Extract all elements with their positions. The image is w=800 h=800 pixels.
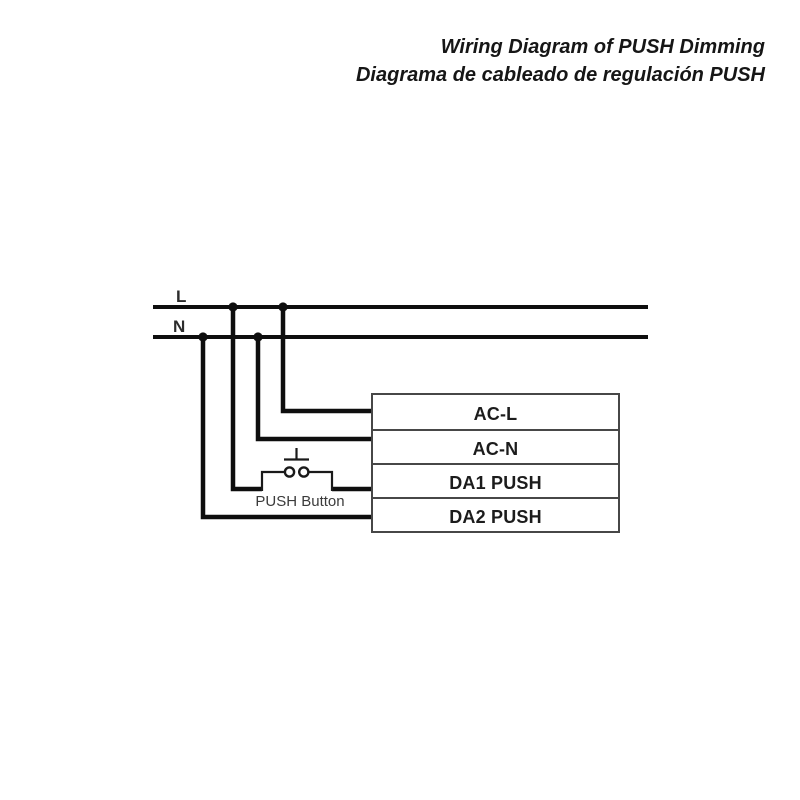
push-button-lead-right bbox=[308, 470, 334, 491]
push-button-contact-left bbox=[283, 466, 296, 478]
title-line-spanish: Diagrama de cableado de regulación PUSH bbox=[355, 64, 765, 86]
driver-terminal-box: AC-L AC-N DA1 PUSH DA2 PUSH bbox=[371, 393, 620, 533]
push-button-lead-left bbox=[260, 470, 285, 491]
terminal-row: DA1 PUSH bbox=[373, 463, 618, 497]
terminal-label-da2-push: DA2 PUSH bbox=[449, 506, 542, 527]
push-button-contact-right bbox=[297, 466, 310, 478]
wire-n-to-ac-n bbox=[255, 335, 372, 442]
junction-dot-n-2 bbox=[253, 332, 263, 342]
mains-label-n: N bbox=[173, 317, 185, 336]
terminal-row: DA2 PUSH bbox=[373, 497, 618, 531]
mains-label-l: L bbox=[176, 287, 186, 306]
terminal-label-ac-l: AC-L bbox=[473, 403, 518, 424]
push-button-symbol bbox=[260, 448, 334, 491]
push-button-caption: PUSH Button bbox=[255, 493, 345, 510]
terminal-label-ac-n: AC-N bbox=[472, 438, 519, 459]
junction-dot-n-1 bbox=[198, 332, 208, 342]
title-line-english: Wiring Diagram of PUSH Dimming bbox=[440, 36, 765, 58]
wire-l-to-push-button bbox=[230, 305, 262, 492]
terminal-label-da1-push: DA1 PUSH bbox=[449, 472, 542, 493]
diagram-title: Wiring Diagram of PUSH Dimming Diagrama … bbox=[356, 33, 765, 89]
wire-n-to-da2 bbox=[200, 335, 372, 520]
terminal-row: AC-L bbox=[373, 395, 618, 429]
junction-dot-l-2 bbox=[278, 302, 288, 312]
junction-dot-l-1 bbox=[228, 302, 238, 312]
wire-l-to-ac-l bbox=[280, 305, 372, 414]
terminal-row: AC-N bbox=[373, 429, 618, 463]
